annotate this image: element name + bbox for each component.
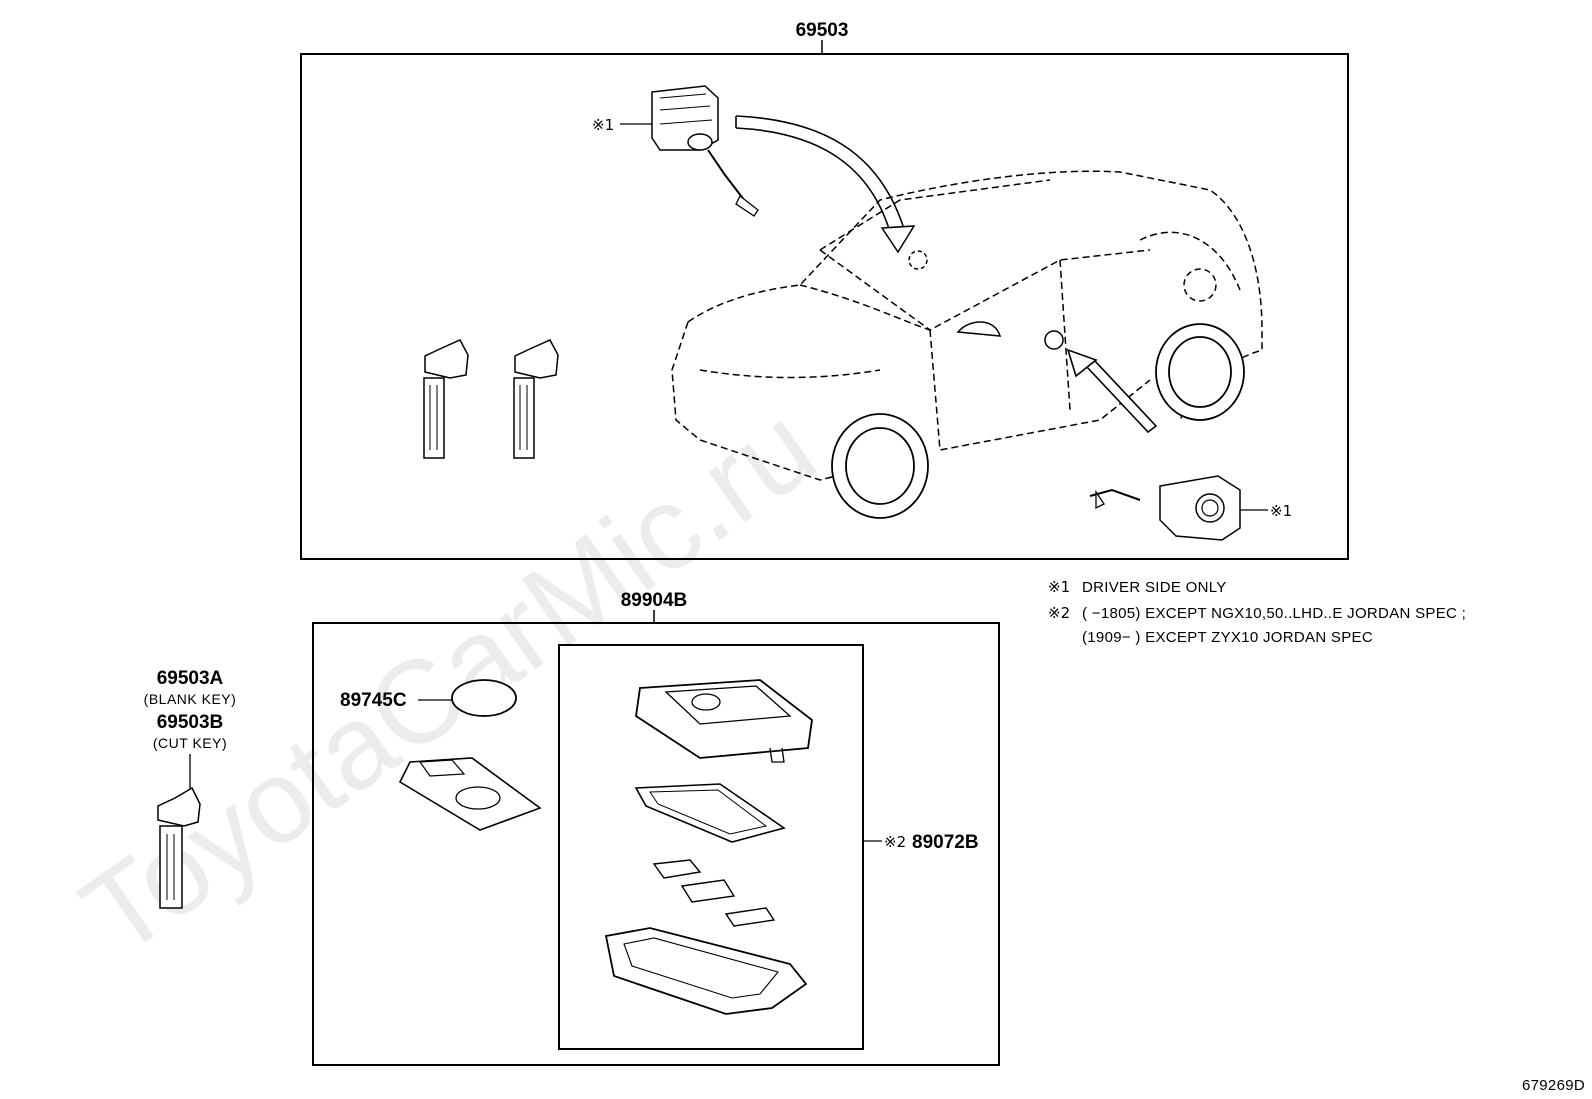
cut-key-note: (CUT KEY) [153,735,227,751]
key-right [513,339,559,459]
note2-marker: ※2 [1048,604,1070,622]
vehicle-details [908,250,1064,350]
note2-line1: ( −1805) EXCEPT NGX10,50..LHD..E JORDAN … [1082,605,1466,622]
arrow-to-door [1066,348,1158,434]
arrow-to-roof [735,115,916,254]
note1-marker: ※1 [1048,578,1070,596]
transmitter-case-frame [558,644,864,1050]
battery-part-number: 89745C [340,690,407,711]
notes-block: ※1 DRIVER SIDE ONLY ※2 ( −1805) EXCEPT N… [1048,578,1466,646]
figure-id: 679269D [1522,1077,1585,1094]
transmitter-case-marker: ※2 [884,833,906,851]
battery-icon [451,679,517,717]
blank-key-note: (BLANK KEY) [144,691,237,707]
vehicle-outline [671,170,1263,481]
battery-group: 89745C [340,679,517,717]
assembly-69503-frame [300,53,1349,560]
key-left [423,339,469,459]
lock-cylinder-lower-marker: ※1 [1270,502,1292,520]
lock-cylinder-upper: ※1 [592,85,759,217]
assembly-89904b-label: 89904B [621,590,688,611]
lock-cylinder-lower: ※1 [1089,475,1292,541]
note1-text: DRIVER SIDE ONLY [1082,579,1227,596]
note2-line2: (1909− ) EXCEPT ZYX10 JORDAN SPEC [1082,629,1373,646]
assembly-69503-label: 69503 [796,20,849,41]
vehicle-wheels [831,323,1245,519]
transmitter-case-group: ※2 89072B [558,644,979,1050]
cut-key-part-number: 69503B [157,712,224,733]
blank-key-part-number: 69503A [157,668,224,689]
assembly-89904b-frame [312,622,1000,1066]
key-plate [398,757,542,831]
lock-cylinder-upper-marker: ※1 [592,116,614,134]
loose-key-group: 69503A (BLANK KEY) 69503B (CUT KEY) [144,668,237,909]
assembly-69503-group: 69503 [300,20,1349,560]
assembly-89904b-group: 89904B [312,590,1000,1066]
transmitter-case-part-number: 89072B [912,832,979,853]
